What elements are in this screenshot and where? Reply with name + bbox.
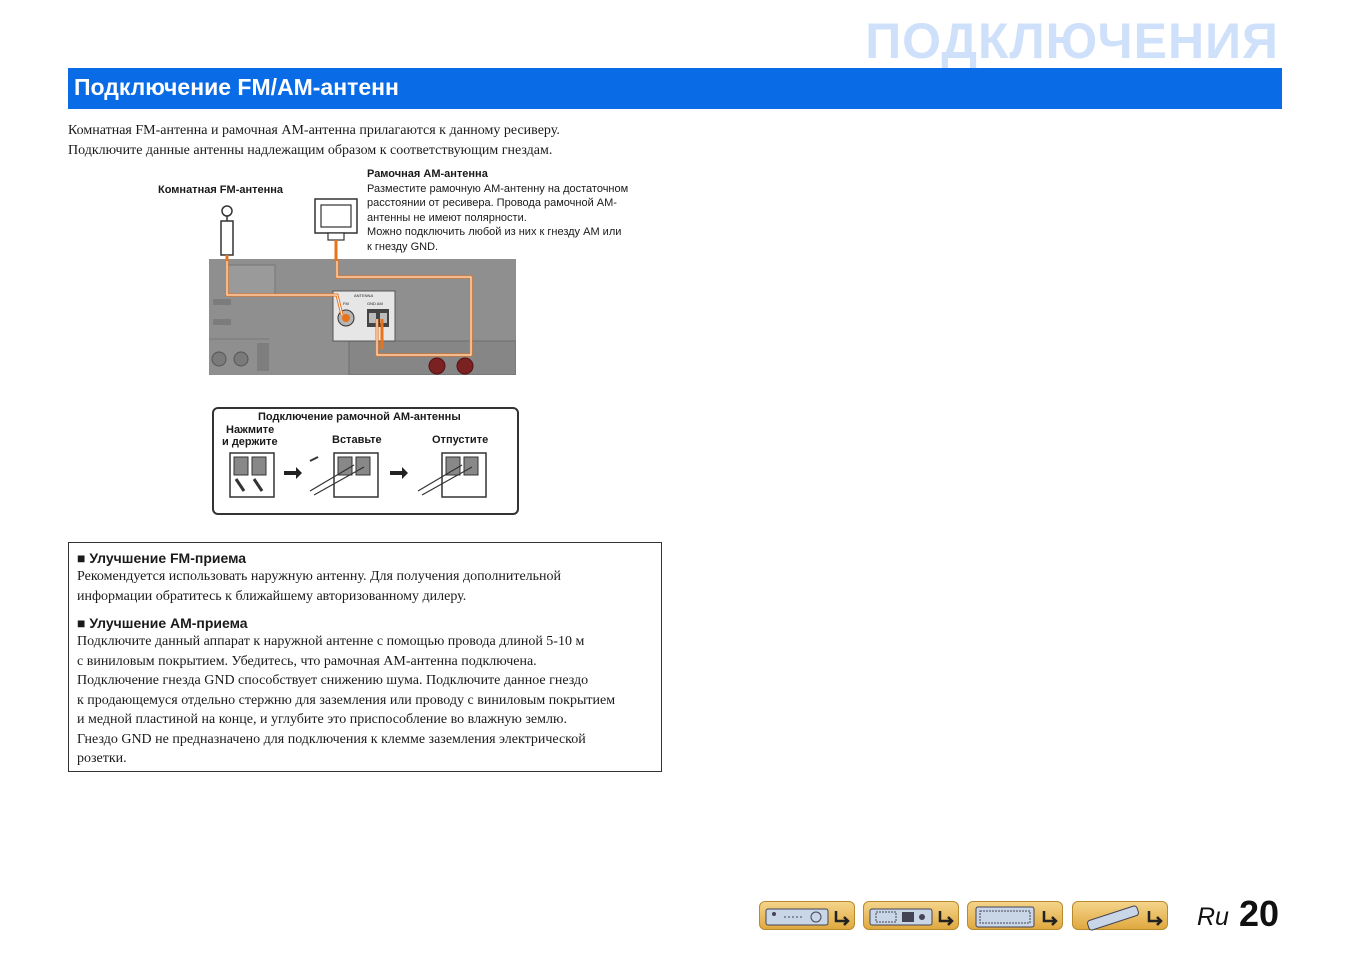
on-screen-display-icon: [975, 906, 1058, 928]
am-desc-line: антенны не имеют полярности.: [367, 211, 527, 224]
fm-tips-line: Рекомендуется использовать наружную анте…: [77, 569, 562, 584]
am-tips-heading: ■ Улучшение AM-приема: [77, 615, 248, 631]
am-desc-line: к гнезду GND.: [367, 240, 439, 253]
am-connection-steps: Подключение рамочной AM-антенны Нажмите …: [212, 407, 519, 515]
rear-panel-icon: [869, 908, 954, 926]
fm-tips-text: Рекомендуется использовать наружную анте…: [77, 567, 561, 606]
language-code: Ru: [1197, 903, 1229, 931]
svg-text:ANTENNA: ANTENNA: [354, 293, 373, 298]
am-antenna-label: Рамочная AM-антенна: [367, 168, 488, 180]
rear-panel-nav-button[interactable]: [863, 901, 959, 930]
am-tips-line: Подключение гнезда GND способствует сниж…: [77, 673, 589, 688]
steps-title: Подключение рамочной AM-антенны: [258, 411, 461, 423]
am-tips-line: розетки.: [77, 751, 127, 766]
am-tips-text: Подключите данный аппарат к наружной ант…: [77, 632, 615, 769]
am-tips-line: и медной пластиной на конце, и углубите …: [77, 712, 567, 727]
reception-tips-box: ■ Улучшение FM-приема Рекомендуется испо…: [68, 542, 662, 772]
jack-gnd-am-label: GND AM: [367, 301, 383, 306]
am-desc-line: расстоянии от ресивера. Провода рамочной…: [367, 197, 617, 210]
am-desc-line: Можно подключить любой из них к гнезду A…: [367, 226, 622, 239]
step-insert-label: Вставьте: [332, 434, 382, 446]
intro-text: Комнатная FM-антенна и рамочная AM-антен…: [68, 121, 560, 160]
am-tips-line: к продающемуся отдельно стержню для зазе…: [77, 692, 616, 708]
am-antenna-description: Разместите рамочную AM-антенну на достат…: [367, 182, 667, 254]
intro-line: Подключите данные антенны надлежащим обр…: [68, 142, 553, 158]
jack-fm-label: FM: [343, 301, 349, 306]
section-header-bar: Подключение FM/AM-антенн: [68, 68, 1282, 109]
am-tips-line: Гнездо GND не предназначено для подключе…: [77, 731, 586, 747]
remote-control-nav-button[interactable]: [1072, 901, 1168, 931]
steps-illustration: [229, 452, 487, 498]
intro-line: Комнатная FM-антенна и рамочная AM-антен…: [68, 123, 560, 138]
step-release-label: Отпустите: [432, 434, 489, 446]
step-press-label: Нажмите: [226, 424, 275, 436]
step-hold-label: и держите: [222, 436, 278, 448]
fm-tips-heading: ■ Улучшение FM-приема: [77, 550, 247, 566]
front-panel-icon: [765, 908, 850, 926]
page-number: 20: [1239, 893, 1280, 934]
fm-antenna-label: Комнатная FM-антенна: [158, 184, 284, 196]
fm-tips-line: информации обратитесь к ближайшему автор…: [77, 588, 467, 604]
remote-control-icon: [1087, 905, 1163, 931]
receiver-rear-panel: ANTENNA FM GND AM: [209, 259, 516, 375]
am-tips-line: Подключите данный аппарат к наружной ант…: [77, 634, 585, 649]
chapter-title: ПОДКЛЮЧЕНИЯ: [865, 13, 1279, 69]
antenna-illustration: [220, 198, 358, 261]
am-tips-line: с виниловым покрытием. Убедитесь, что ра…: [77, 653, 537, 669]
on-screen-display-nav-button[interactable]: [967, 901, 1063, 930]
am-desc-line: Разместите рамочную AM-антенну на достат…: [367, 183, 629, 195]
front-panel-nav-button[interactable]: [759, 901, 855, 930]
section-title: Подключение FM/AM-антенн: [74, 74, 399, 100]
